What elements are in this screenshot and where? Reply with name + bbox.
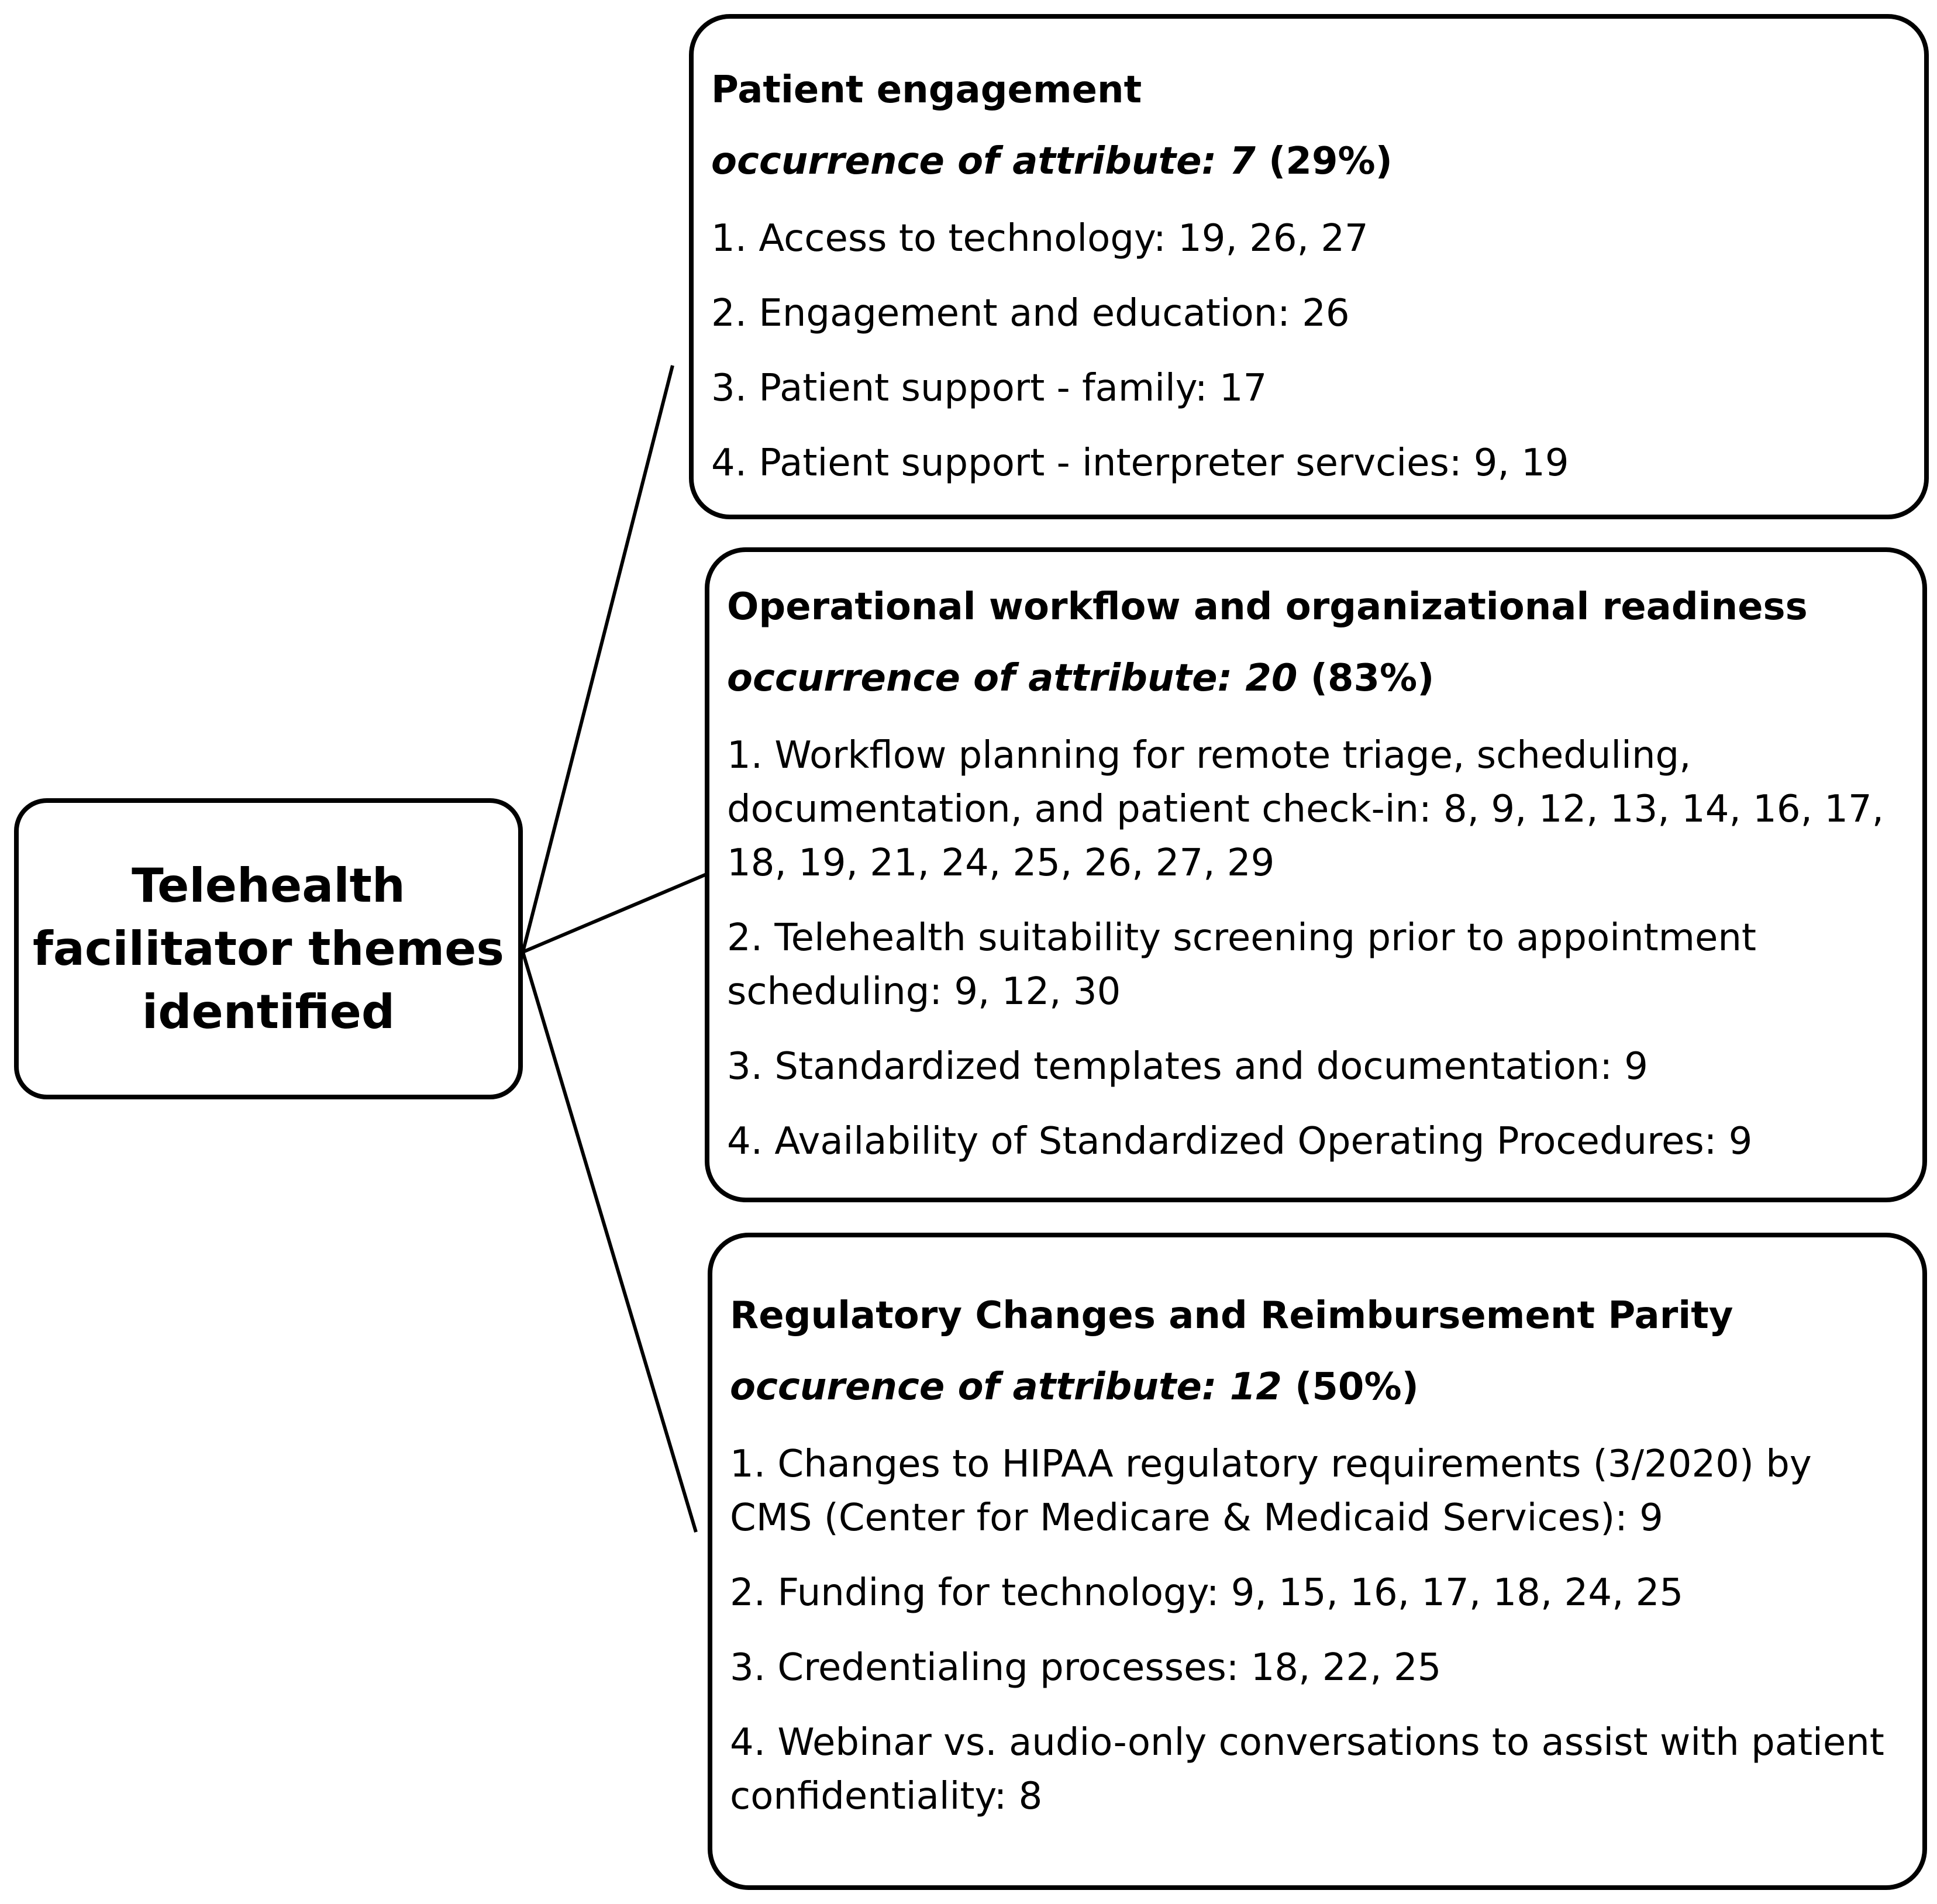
theme-title: Operational workflow and organizational … bbox=[727, 585, 1808, 629]
theme-box-patient-engagement: Patient engagement occurrence of attribu… bbox=[689, 14, 1929, 519]
occurrence-label: occurence of attribute: 12 bbox=[730, 1365, 1282, 1409]
root-title-line: facilitator themes bbox=[33, 921, 504, 976]
occurrence-label: occurrence of attribute: 7 bbox=[711, 140, 1256, 183]
theme-item: 3. Standardized templates and documentat… bbox=[727, 1045, 1648, 1088]
connector-line-patient-engagement bbox=[521, 365, 674, 953]
occurrence-percent: (29%) bbox=[1269, 140, 1393, 183]
theme-item: 3. Patient support - family: 17 bbox=[711, 367, 1267, 410]
occurrence-line: occurrence of attribute: 7 (29%) bbox=[711, 137, 1907, 186]
root-title-line: Telehealth bbox=[132, 858, 405, 913]
occurrence-line: occurence of attribute: 12 (50%) bbox=[730, 1363, 1905, 1412]
occurrence-line: occurrence of attribute: 20 (83%) bbox=[727, 654, 1905, 703]
theme-item: 4. Availability of Standardized Operatin… bbox=[727, 1120, 1753, 1163]
occurrence-percent: (83%) bbox=[1310, 657, 1435, 700]
theme-title: Patient engagement bbox=[711, 68, 1142, 112]
theme-item: 1. Changes to HIPAA regulatory requireme… bbox=[730, 1443, 1812, 1540]
root-title: Telehealth facilitator themes identified bbox=[33, 854, 504, 1044]
theme-item: 4. Patient support - interpreter servcie… bbox=[711, 441, 1569, 485]
connector-line-regulatory-changes bbox=[521, 951, 698, 1533]
connector-line-operational-workflow bbox=[522, 863, 731, 954]
theme-box-operational-workflow: Operational workflow and organizational … bbox=[705, 547, 1927, 1202]
occurrence-label: occurrence of attribute: 20 bbox=[727, 657, 1298, 700]
theme-title: Regulatory Changes and Reimbursement Par… bbox=[730, 1294, 1733, 1337]
occurrence-percent: (50%) bbox=[1295, 1365, 1419, 1409]
root-node: Telehealth facilitator themes identified bbox=[14, 798, 523, 1099]
theme-item: 1. Workflow planning for remote triage, … bbox=[727, 734, 1884, 885]
theme-item: 3. Credentialing processes: 18, 22, 25 bbox=[730, 1646, 1442, 1689]
theme-item: 2. Funding for technology: 9, 15, 16, 17… bbox=[730, 1571, 1684, 1615]
theme-item: 2. Telehealth suitability screening prio… bbox=[727, 916, 1756, 1013]
theme-item: 1. Access to technology: 19, 26, 27 bbox=[711, 217, 1369, 260]
root-title-line: identified bbox=[142, 984, 395, 1039]
theme-box-regulatory-changes: Regulatory Changes and Reimbursement Par… bbox=[708, 1233, 1927, 1890]
theme-item: 4. Webinar vs. audio-only conversations … bbox=[730, 1721, 1884, 1818]
theme-item: 2. Engagement and education: 26 bbox=[711, 292, 1350, 335]
